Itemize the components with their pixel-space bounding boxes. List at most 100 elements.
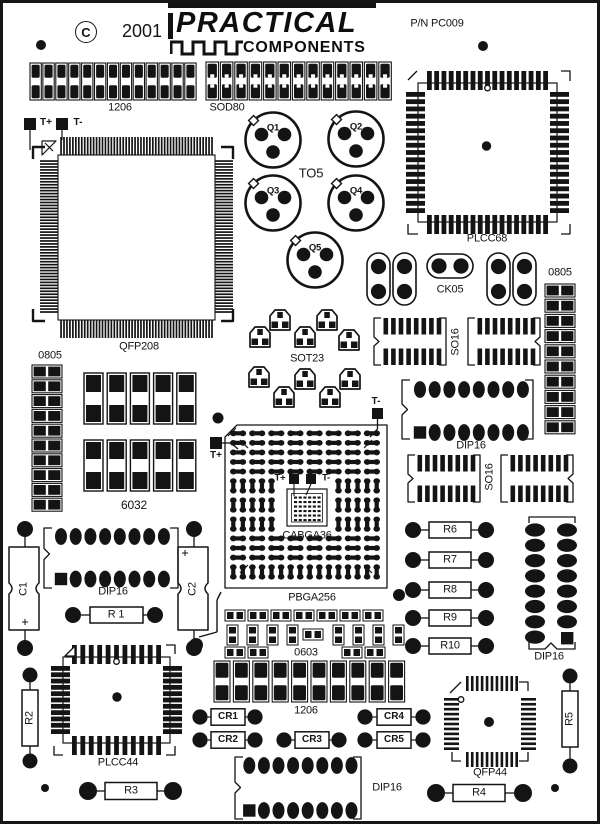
footprint-cr5-art [357,731,431,749]
label-pbga256: PBGA256 [288,591,336,604]
footprint-cr4-art [357,708,431,726]
footprint-6032-art [83,372,197,492]
label-r4: R4 [472,786,486,799]
footprint-cr2: CR2 [190,728,270,752]
footprint-to5-group: Q1 Q2 Q3 Q4 Q5 TO5 [240,103,392,295]
footprint-r4-art [427,783,532,803]
footprint-r2: R2 [13,663,51,777]
label-pbga-tplus: T+ [210,450,222,461]
label-q5: Q5 [308,242,322,254]
logo-vbar [168,13,173,39]
footprint-dip16-bottom-art [234,756,362,820]
footprint-r6-r10-art [405,521,494,655]
label-ck05: CK05 [436,283,464,296]
label-r1: R 1 [107,608,125,621]
footprint-so16-bottom: SO16 [401,450,581,510]
footprint-1206-top-art [29,62,197,101]
label-cr1: CR1 [217,711,239,722]
label-dip16-right: DIP16 [534,650,564,663]
label-cabga-tminus: T- [321,472,331,484]
brand-name: PRACTICAL [176,7,358,39]
footprint-r3-art [79,781,182,801]
label-1206-top: 1206 [108,101,132,114]
footprint-cr1-art [192,708,263,726]
copyright-icon: C [75,21,97,43]
footprint-dip16-left: DIP16 [38,518,186,602]
footprint-plcc68: PLCC68 [400,62,572,252]
footprint-dip16-mid-art [401,379,534,441]
label-dip16-bottom: DIP16 [372,781,402,794]
footprint-cr3: CR3 [274,728,354,752]
footprint-qfp208: T+ T- QFP208 [20,112,244,362]
footprint-dip16-right: DIP16 [518,508,592,666]
label-cr3: CR3 [301,734,323,745]
footprint-sod80: SOD80 [202,58,400,116]
part-number: P/N PC009 [410,17,464,30]
label-cr4: CR4 [383,711,405,722]
footprint-sot23-cluster-art [248,309,361,408]
footprint-so16-bottom-art [407,454,574,503]
footprint-cr3-art [276,731,347,749]
footprint-dip16-mid: DIP16 [363,378,547,456]
footprint-r1-art [65,606,163,624]
footprint-0805-left: 0805 [26,346,70,518]
footprint-to5-group-art [244,110,385,289]
label-r5: R5 [563,712,576,726]
label-cr2: CR2 [217,734,239,745]
footprint-ck05: CK05 [358,246,546,310]
footprint-r2-art [21,667,39,769]
brand-subname: COMPONENTS [243,39,366,56]
footprint-so16-top-art [373,317,541,366]
label-0805-right: 0805 [548,266,572,279]
label-0805-left: 0805 [38,349,62,362]
footprint-c1: C1 [3,516,49,662]
label-dip16-left: DIP16 [98,585,128,598]
year-label: 2001 [121,21,163,41]
footprint-pbga256: T+ T- T+ T- CABGA36 PBGA256 [195,395,410,613]
footprint-dip16-right-art [525,516,577,650]
footprint-cr5: CR5 [355,728,435,752]
label-dip16-mid: DIP16 [456,439,486,452]
label-cabga36: CABGA36 [282,529,332,542]
label-qfp208: QFP208 [119,340,159,353]
footprint-cr1: CR1 [190,705,270,729]
label-so16-top: SO16 [449,328,462,356]
label-r3: R3 [124,784,138,797]
label-r9: R9 [443,611,457,624]
footprint-r6-r10: R6 R7 R8 R9 R10 [398,512,502,662]
footprint-cr2-art [192,731,263,749]
label-sot23: SOT23 [290,352,324,365]
label-to5: TO5 [298,165,324,181]
label-q2: Q2 [349,121,363,133]
footprint-sot23-cluster: SOT23 [240,300,372,416]
square-wave-icon [170,40,243,56]
label-c1: C1 [17,582,30,596]
footprint-1206-bottom-art [213,660,406,703]
footprint-1206-top: 1206 [24,58,202,116]
footprint-c2-art [177,521,209,656]
footprint-pbga256-art [210,408,388,589]
label-c2: C2 [186,582,199,596]
footprint-ck05-art [366,252,537,306]
footprint-qfp208-art [24,118,235,338]
label-sod80: SOD80 [209,101,245,114]
footprint-cr4: CR4 [355,705,435,729]
label-r7: R7 [443,553,457,566]
label-qfp44: QFP44 [473,766,507,779]
footprint-0805-left-art [31,364,63,512]
footprint-dip16-left-art [43,527,179,589]
label-plcc44: PLCC44 [97,756,139,769]
footprint-plcc68-art [406,70,571,235]
label-so16-bottom: SO16 [483,463,496,491]
footprint-plcc44: PLCC44 [50,638,182,774]
label-cabga-tplus: T+ [274,472,286,484]
label-1206-bottom: 1206 [294,704,318,717]
label-q1: Q1 [266,122,280,134]
label-plcc68: PLCC68 [466,232,508,245]
label-r10: R10 [440,639,460,652]
footprint-so16-top: SO16 [368,313,546,371]
footprint-c1-art [8,521,40,656]
footprint-6032: 6032 [80,366,208,516]
footprint-1206-bottom: 1206 [203,656,406,720]
label-r8: R8 [443,583,457,596]
